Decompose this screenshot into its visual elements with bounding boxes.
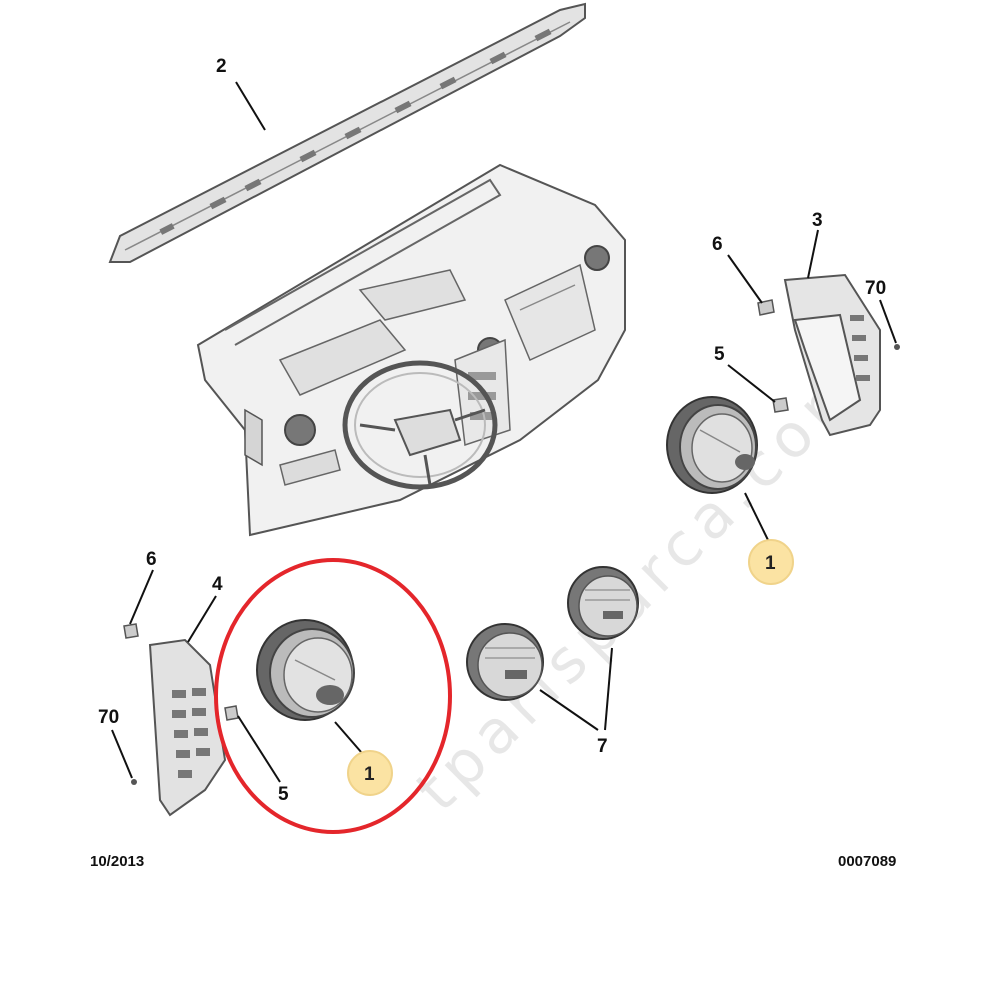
left-air-vent-part	[256, 619, 355, 721]
callout-right-bracket: 3	[812, 210, 823, 231]
callout-left-bracket: 4	[212, 574, 223, 595]
callout-clip-right: 5	[714, 344, 725, 365]
bolt-left-part	[131, 779, 137, 785]
screw-right-part	[757, 299, 775, 316]
right-vent-bracket-part	[783, 273, 881, 437]
center-vent-lower-part	[466, 623, 544, 701]
center-vent-upper-part	[567, 566, 639, 640]
clip-right-part	[772, 397, 789, 413]
callout-vent-left: 1	[364, 764, 375, 785]
dashboard-top-cap-part	[108, 2, 586, 263]
bolt-right-part	[894, 344, 900, 350]
highlight-ring	[214, 558, 452, 834]
callout-bolt-left: 70	[98, 707, 119, 728]
callout-center-vents: 7	[597, 736, 608, 757]
callout-clip-left: 5	[278, 784, 289, 805]
right-air-vent-part	[666, 396, 758, 494]
callout-vent-right: 1	[765, 553, 776, 574]
footer-reference: 0007089	[838, 853, 896, 870]
callout-screw-left: 6	[146, 549, 157, 570]
callout-bolt-right: 70	[865, 278, 886, 299]
callout-screw-right: 6	[712, 234, 723, 255]
clip-left-part	[224, 705, 239, 721]
screw-left-part	[123, 623, 139, 639]
footer-date: 10/2013	[90, 853, 144, 870]
dashboard-assembly	[196, 163, 626, 537]
badge-vent-left: 1	[347, 750, 393, 796]
badge-vent-right: 1	[748, 539, 794, 585]
callout-dash-cap: 2	[216, 56, 227, 77]
left-vent-bracket-part	[148, 638, 227, 817]
